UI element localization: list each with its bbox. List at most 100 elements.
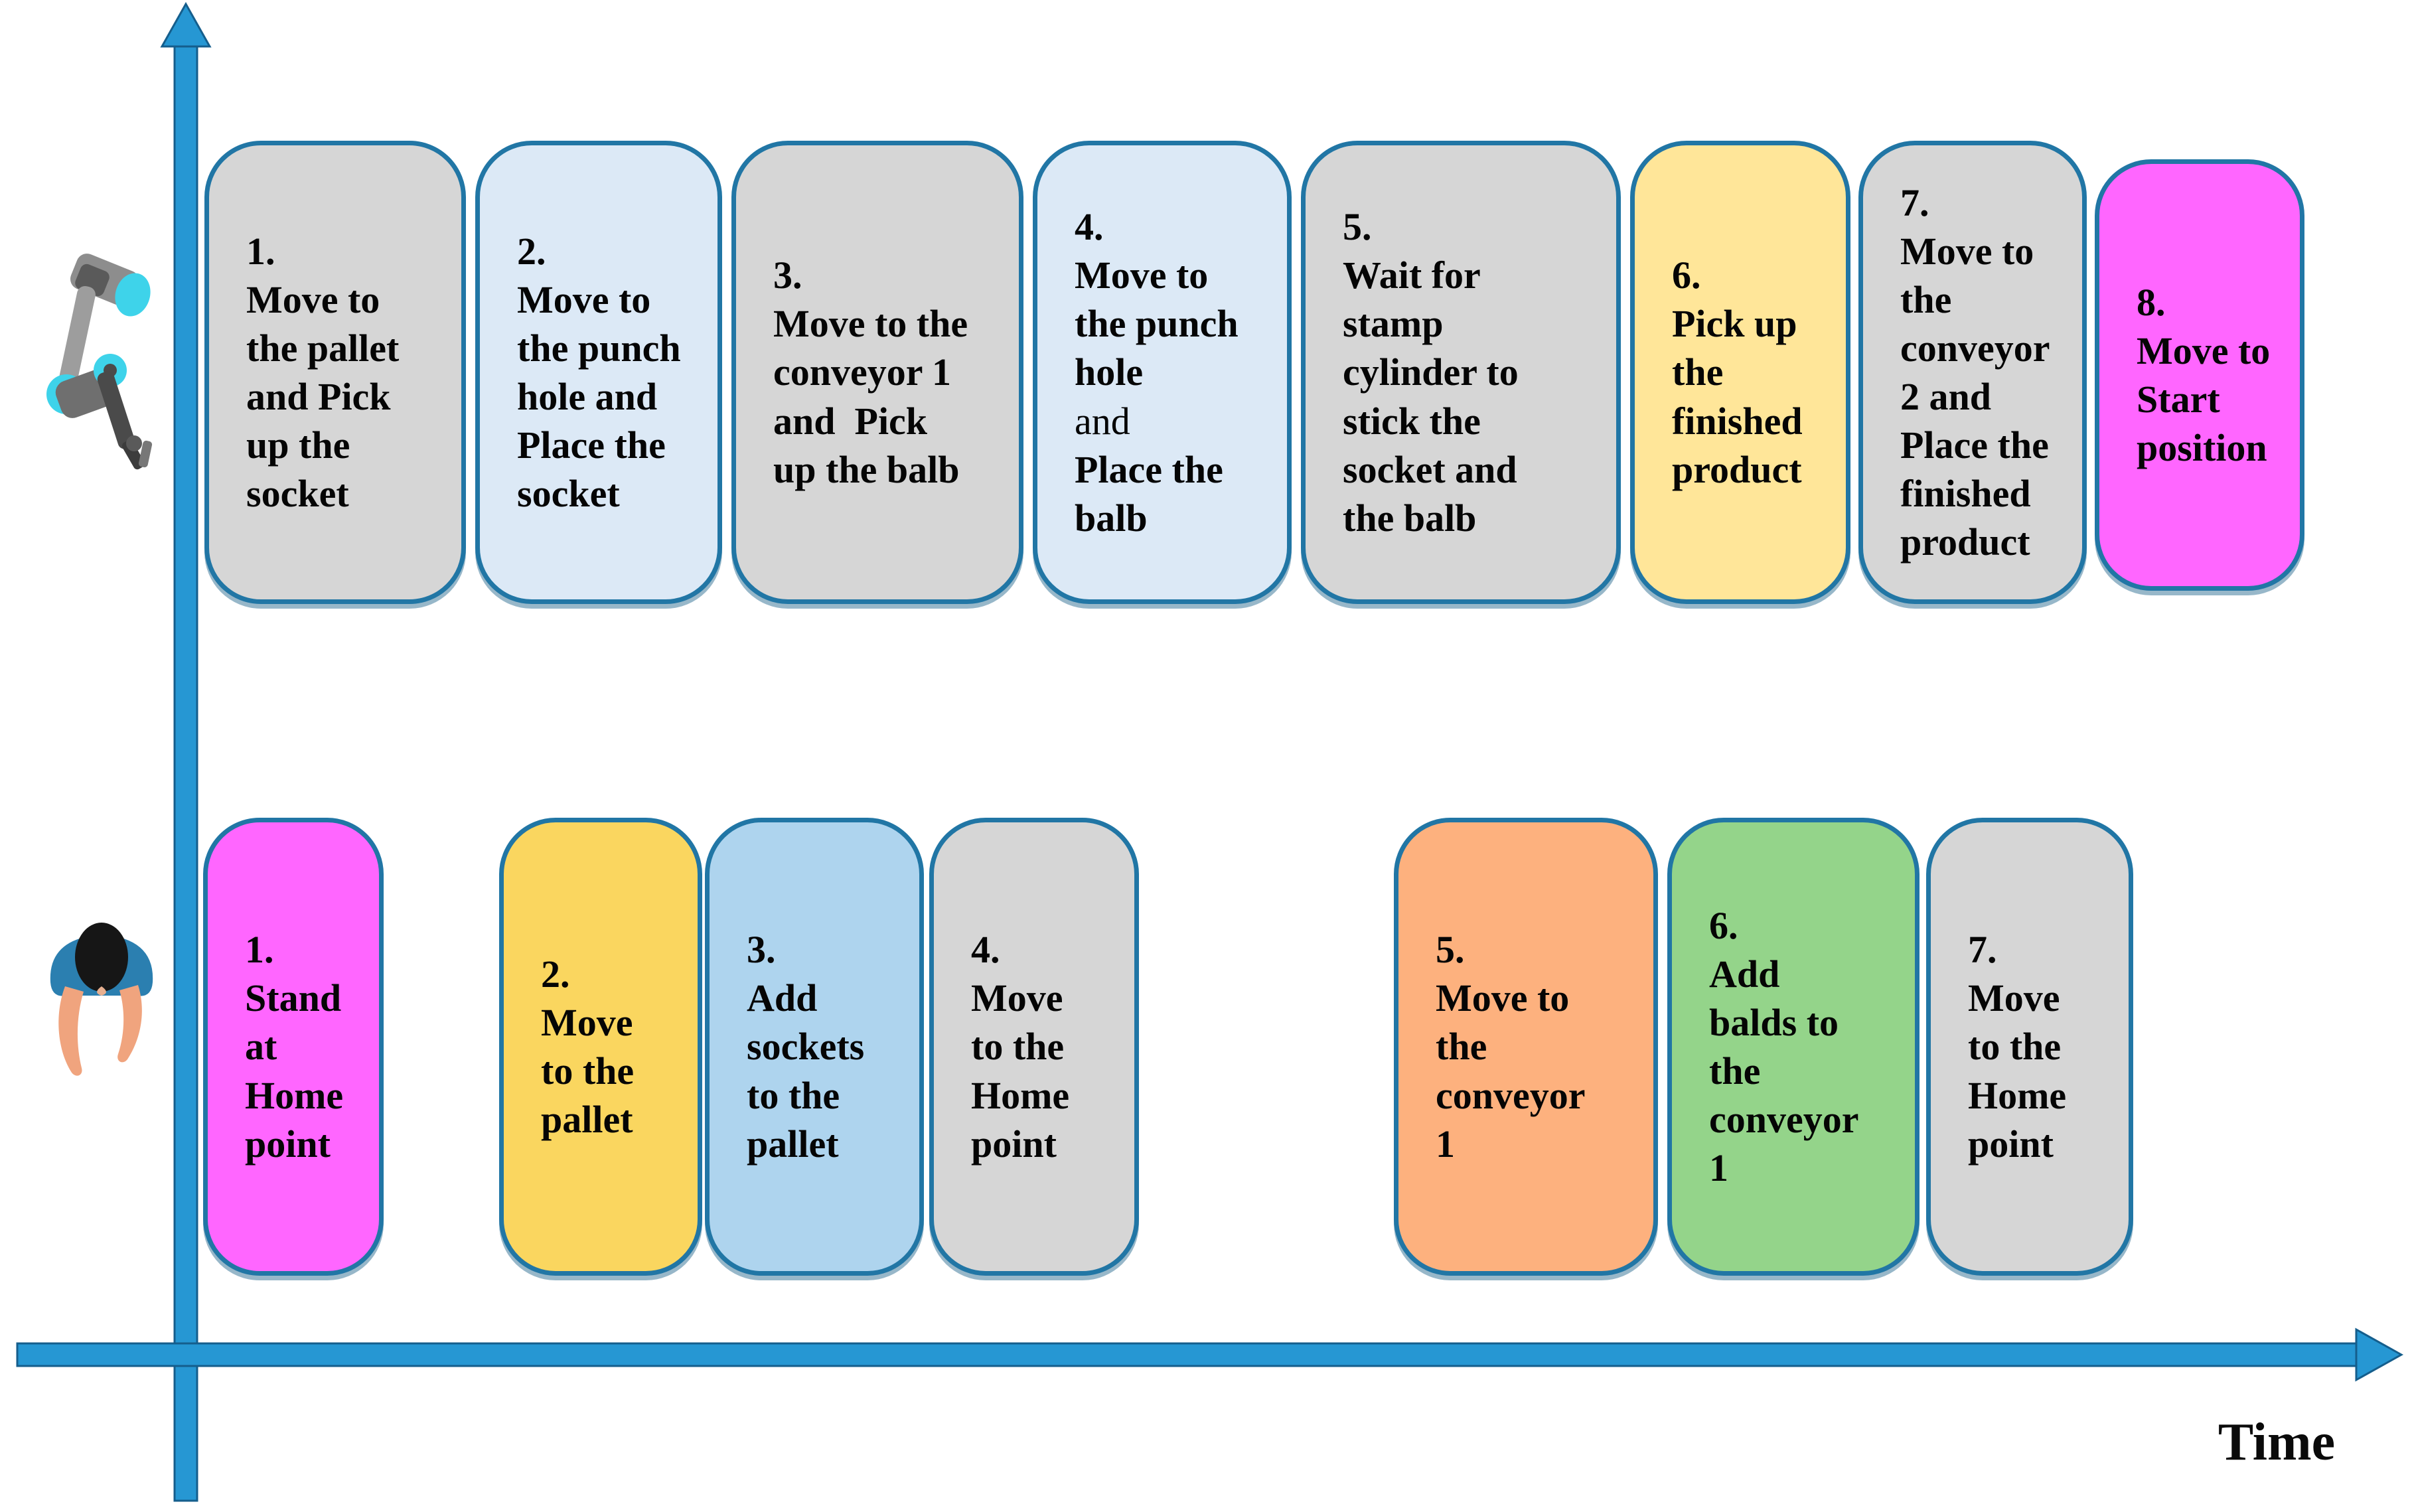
task-line: stamp xyxy=(1343,302,1444,346)
task-line: pallet xyxy=(747,1122,839,1166)
robot-arm-icon xyxy=(46,254,153,470)
task-line: cylinder to xyxy=(1343,350,1519,394)
task-line: hole xyxy=(1075,350,1144,394)
task-line: balb xyxy=(1075,496,1148,540)
task-line: the punch xyxy=(1075,302,1239,346)
task-line: 1. xyxy=(246,229,275,273)
task-line: 2 and xyxy=(1900,375,1992,418)
task-line: Home xyxy=(971,1073,1070,1117)
task-line: up the balb xyxy=(773,447,960,491)
task-line: the xyxy=(1672,350,1724,394)
task-line: sockets xyxy=(747,1025,865,1069)
task-line: and Pick xyxy=(773,399,928,443)
task-line: the punch xyxy=(517,326,681,370)
task-line: the pallet xyxy=(246,326,400,370)
task-line: Move xyxy=(971,976,1063,1020)
time-axis-label: Time xyxy=(2218,1413,2336,1472)
task-line: Start xyxy=(2137,378,2220,421)
vertical-axis-line xyxy=(173,37,198,1502)
task-line: socket xyxy=(246,472,349,516)
task-line: Place the xyxy=(1900,423,2049,467)
task-text: 2.Move to the pallet xyxy=(504,950,651,1144)
task-line: the xyxy=(1709,1049,1761,1093)
task-line: conveyor xyxy=(1900,326,2050,370)
task-line: Move to xyxy=(517,277,651,321)
task-line: 8. xyxy=(2137,280,2166,324)
vertical-axis-arrowhead xyxy=(160,1,212,48)
task-line: point xyxy=(971,1122,1057,1166)
task-line: Pick up xyxy=(1672,302,1797,346)
task-line: Place the xyxy=(1075,447,1223,491)
task-line: point xyxy=(1968,1122,2054,1166)
task-line: product xyxy=(1672,447,1802,491)
task-line: 3. xyxy=(747,928,776,972)
task-line: finished xyxy=(1672,399,1803,443)
task-line: the xyxy=(1900,277,1952,321)
task-line: Move to xyxy=(2137,329,2271,372)
task-line: 1 xyxy=(1436,1122,1455,1166)
task-line: to the xyxy=(971,1025,1065,1069)
task-line: the xyxy=(1436,1025,1487,1069)
task-line: Home xyxy=(1968,1073,2067,1117)
task-line: conveyor xyxy=(1436,1073,1586,1117)
task-line: to the xyxy=(1968,1025,2062,1069)
task-line: position xyxy=(2137,426,2267,470)
human-top-view-icon xyxy=(50,923,153,1076)
task-line: point xyxy=(245,1122,331,1166)
task-line: 2. xyxy=(517,229,546,273)
task-line: Move xyxy=(1968,976,2060,1020)
task-line: conveyor xyxy=(1709,1098,1859,1142)
task-line: 5. xyxy=(1436,928,1465,972)
task-line: to the xyxy=(747,1073,840,1117)
task-line: 1 xyxy=(1709,1146,1728,1190)
task-line: Move to xyxy=(1436,976,1570,1020)
task-line: 2. xyxy=(541,952,570,996)
task-line: Move xyxy=(541,1000,633,1044)
task-line: Move to the xyxy=(773,302,968,346)
horizontal-axis-arrowhead xyxy=(2355,1327,2404,1382)
task-line: 6. xyxy=(1672,254,1701,297)
task-line: the balb xyxy=(1343,496,1477,540)
task-line: 3. xyxy=(773,254,802,297)
task-line: Move to xyxy=(1075,254,1209,297)
task-line: 6. xyxy=(1709,903,1738,947)
task-line: 5. xyxy=(1343,205,1372,249)
task-line: pallet xyxy=(541,1098,633,1142)
task-line: 1. xyxy=(245,928,274,972)
task-line: conveyor 1 xyxy=(773,350,951,394)
task-line: to the xyxy=(541,1049,635,1093)
task-line: up the xyxy=(246,423,350,467)
task-line: at xyxy=(245,1025,277,1069)
task-line: hole and xyxy=(517,375,658,418)
task-line: Add xyxy=(1709,952,1780,996)
task-line: product xyxy=(1900,520,2030,564)
human-task-box-2: 2.Move to the pallet xyxy=(499,818,702,1276)
task-line: stick the xyxy=(1343,399,1481,443)
task-line: Place the xyxy=(517,423,666,467)
task-line: Move to xyxy=(1900,229,2034,273)
task-line: 4. xyxy=(971,928,1000,972)
task-line: Stand xyxy=(245,976,342,1020)
